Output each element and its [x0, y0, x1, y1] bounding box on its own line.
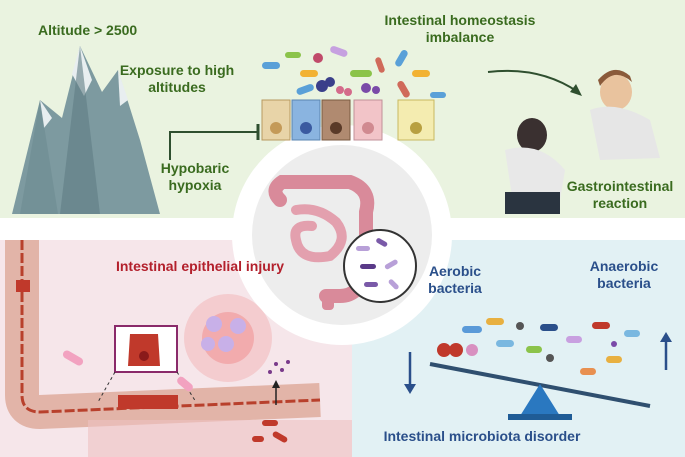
seesaw-illustration — [429, 362, 651, 420]
increase-arrow — [660, 332, 672, 370]
decrease-arrow — [404, 352, 416, 394]
homeostasis-label: Intestinal homeostasis imbalance — [384, 12, 536, 45]
exposure-label: Exposure to high altitudes — [119, 62, 235, 95]
mountain-illustration — [12, 46, 160, 214]
people-illustration — [505, 69, 660, 214]
anaerobic-label: Anaerobic bacteria — [589, 258, 659, 291]
bacteria-cluster — [262, 46, 446, 98]
altitude-label: Altitude > 2500 — [38, 22, 138, 38]
immune-cells-glow — [184, 294, 272, 382]
inhibit-line — [169, 124, 260, 160]
pathogen-bacteria — [62, 350, 290, 443]
epithelial-injury-label: Intestinal epithelial injury — [115, 258, 285, 274]
aerobic-label: Aerobic bacteria — [428, 263, 482, 296]
epithelial-cells — [261, 99, 435, 141]
gi-reaction-label: Gastrointestinal reaction — [566, 178, 674, 211]
arrow-to-gi — [487, 69, 582, 96]
seesaw-bacteria — [437, 318, 640, 375]
intestinal-wall-illustration — [4, 240, 352, 457]
microbiota-disorder-label: Intestinal microbiota disorder — [383, 428, 581, 444]
microscope-bacteria-circle — [343, 229, 417, 303]
injured-cell-inset — [97, 325, 197, 403]
hypobaric-hypoxia-label: Hypobaric hypoxia — [160, 160, 230, 193]
